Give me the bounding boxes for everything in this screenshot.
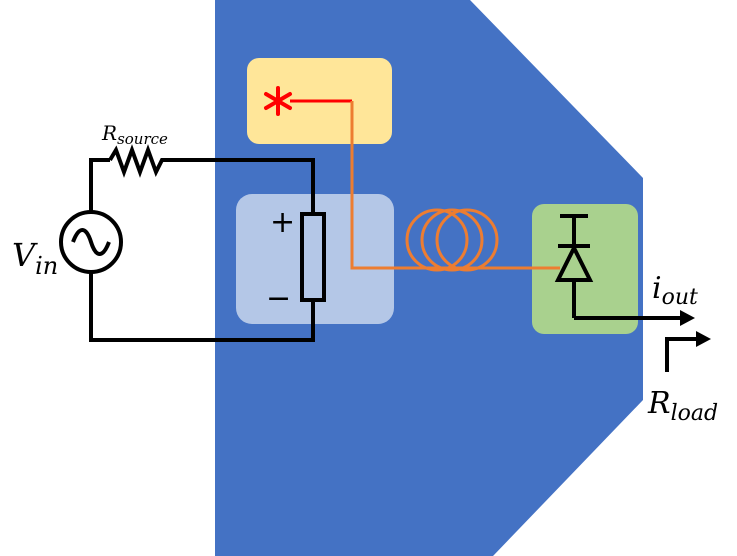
zigzag-resistor-icon: [108, 144, 168, 178]
asterisk-laser-icon: [264, 86, 292, 116]
v-in-label: Vin: [12, 236, 58, 280]
ac-source-icon: [59, 210, 123, 274]
i-out-label: iout: [652, 271, 698, 310]
photodiode-icon: [554, 214, 594, 318]
minus-sign: −: [266, 281, 291, 316]
load-arrow: [665, 337, 696, 372]
modulator-box: [236, 194, 394, 324]
fiber-coil-icon: [405, 208, 499, 272]
r-source-label: Rsource: [101, 121, 168, 148]
modulator-element: [300, 212, 326, 302]
r-load-label: Rload: [647, 386, 718, 426]
optical-fiber: [350, 101, 560, 270]
load-arrowhead: [696, 331, 711, 347]
output-arrowhead: [680, 310, 695, 326]
plus-sign: +: [270, 205, 295, 240]
circuit-wiring: [89, 158, 315, 342]
